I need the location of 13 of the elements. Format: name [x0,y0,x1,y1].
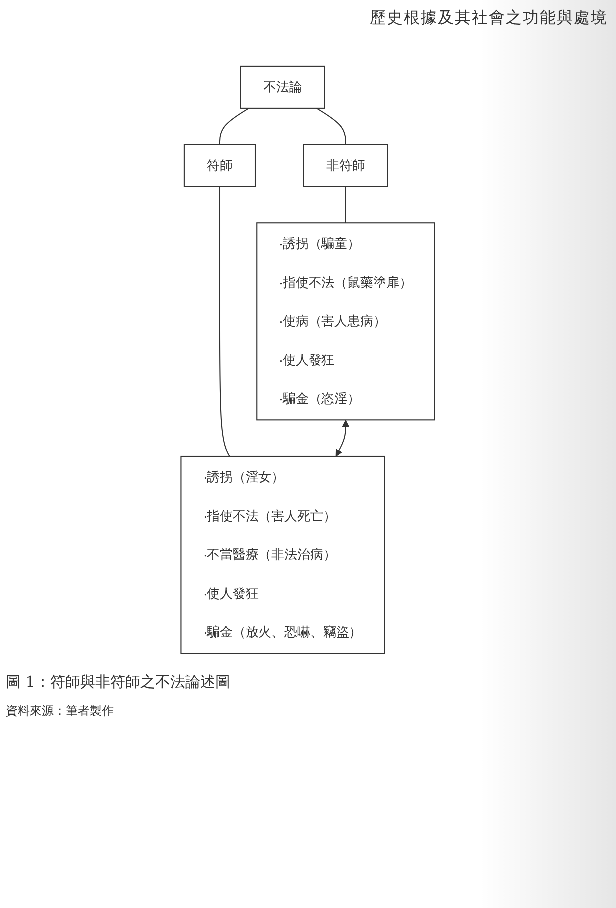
arrow [336,420,350,457]
connector [219,186,230,457]
node-box: 符師 [184,144,256,188]
node-box: ‧誘拐（淫女） ‧指使不法（害人死亡） ‧不當醫療（非法治病） ‧使人發狂 ‧騙金（放火、恐嚇、竊盜） [180,456,386,654]
node-box: 非符師 [303,144,388,188]
running-header: 歷史根據及其社會之功能與處境 [370,8,608,29]
node-box: ‧誘拐（騙童） ‧指使不法（鼠藥塗扉） ‧使病（害人患病） ‧使人發狂 ‧騙金（恣淫） [256,222,436,421]
node-box: 不法論 [240,66,326,109]
connector [316,108,346,145]
source-note: 資料來源：筆者製作 [6,703,114,720]
connector [219,108,250,145]
figure-caption: 圖 1：符師與非符師之不法論述圖 [6,673,230,692]
connector [345,186,346,224]
